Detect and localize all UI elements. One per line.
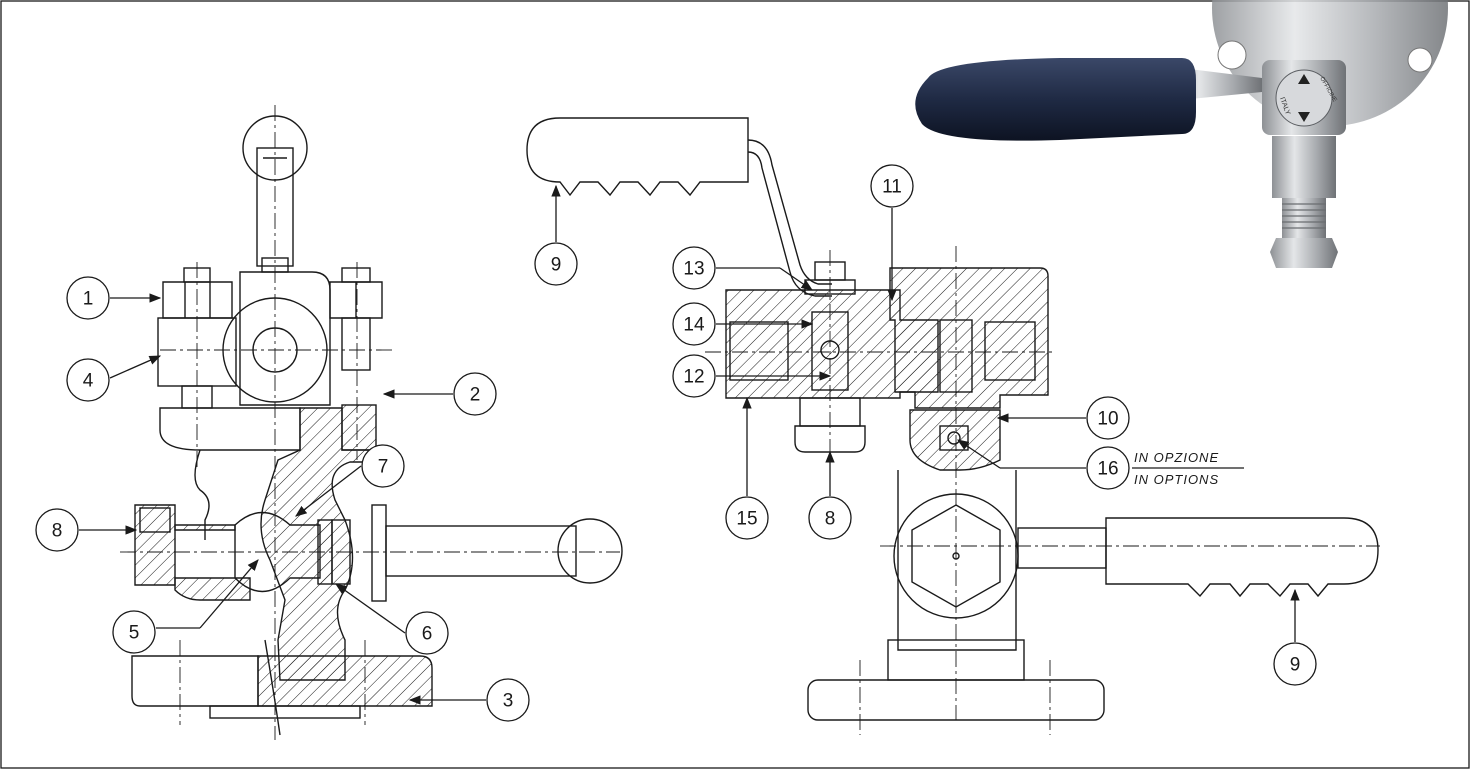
svg-text:13: 13 [683, 259, 704, 280]
callout-3: 3 [408, 678, 530, 722]
callout-8-right: 8 [808, 450, 852, 540]
photo-black-handle [915, 58, 1196, 141]
svg-text:IN OPTIONS: IN OPTIONS [1134, 472, 1219, 487]
svg-text:11: 11 [882, 177, 902, 198]
callout-13: 13 [672, 246, 813, 291]
callout-2: 2 [382, 372, 497, 416]
product-photo: ITALY OFFICINE [915, 0, 1448, 268]
svg-text:9: 9 [551, 255, 562, 276]
svg-text:2: 2 [470, 385, 481, 406]
callout-16: 16 [957, 439, 1130, 490]
svg-text:8: 8 [825, 509, 836, 530]
callout-6: 6 [335, 583, 449, 655]
svg-text:16: 16 [1097, 459, 1118, 480]
callout-7: 7 [295, 444, 405, 517]
svg-text:12: 12 [683, 367, 704, 388]
callout-9-top: 9 [534, 184, 578, 286]
callout-11: 11 [870, 164, 914, 302]
svg-text:IN OPZIONE: IN OPZIONE [1134, 450, 1219, 465]
svg-text:10: 10 [1097, 409, 1118, 430]
callout-15: 15 [725, 396, 769, 540]
callout-1: 1 [66, 276, 162, 320]
callout-4: 4 [66, 355, 162, 402]
callout-9-bottom: 9 [1273, 588, 1317, 686]
svg-text:14: 14 [683, 315, 705, 336]
callout-10: 10 [996, 396, 1130, 440]
svg-text:6: 6 [422, 624, 433, 645]
callout-5: 5 [112, 559, 259, 654]
svg-text:4: 4 [83, 371, 94, 392]
callout-14: 14 [672, 302, 814, 346]
svg-text:9: 9 [1290, 655, 1301, 676]
svg-text:1: 1 [83, 289, 94, 310]
svg-text:7: 7 [378, 457, 389, 478]
svg-text:5: 5 [129, 623, 140, 644]
option-note: IN OPZIONE IN OPTIONS [1132, 450, 1244, 487]
right-assembly-view [526, 117, 1380, 735]
left-section-view [120, 105, 623, 740]
svg-text:15: 15 [736, 509, 757, 530]
callout-8-left: 8 [35, 508, 138, 552]
svg-text:3: 3 [503, 691, 514, 712]
svg-text:8: 8 [52, 521, 63, 542]
callout-12: 12 [672, 354, 832, 398]
